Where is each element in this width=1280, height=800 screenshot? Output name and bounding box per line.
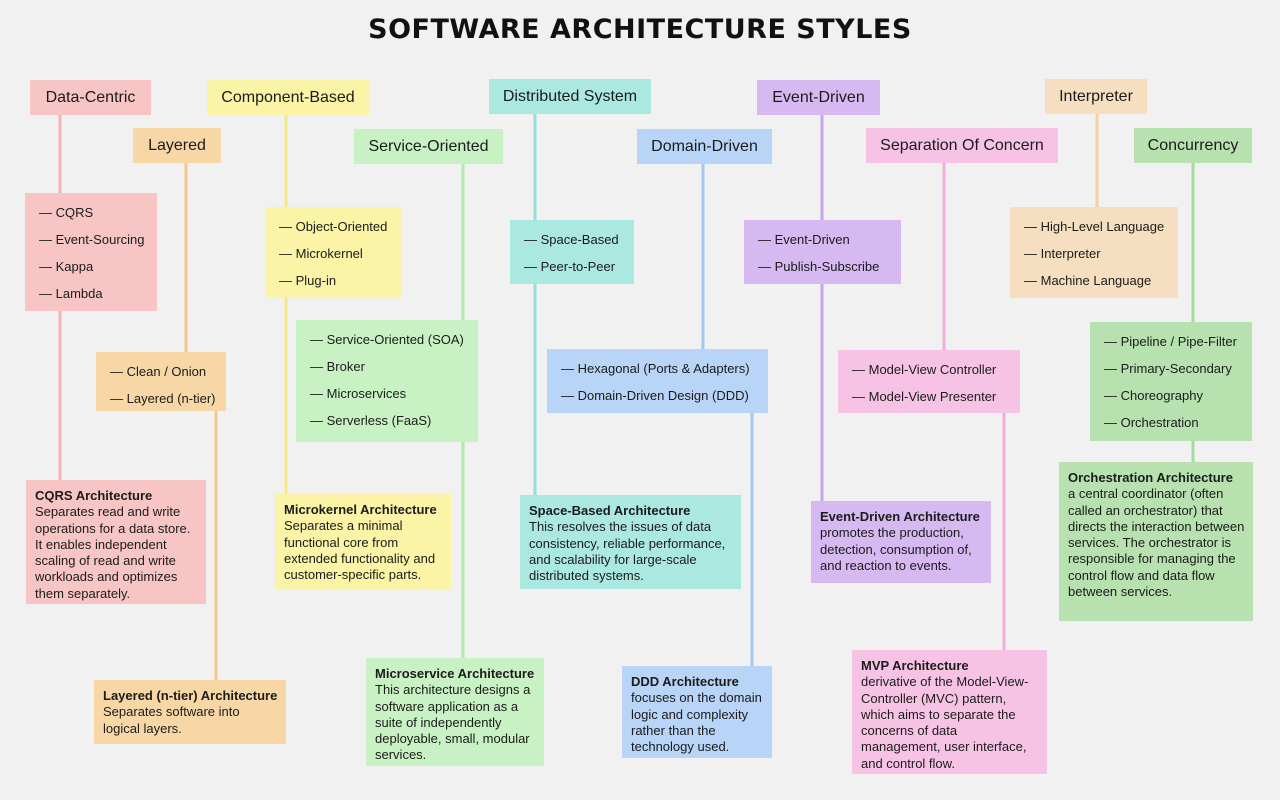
list-item: — Kappa	[39, 259, 94, 274]
category-data-centric: Data-Centric	[30, 80, 151, 115]
card-text: Separates read and write operations for …	[35, 504, 191, 601]
category-interpreter: Interpreter	[1045, 79, 1147, 114]
category-component-based: Component-Based	[207, 80, 369, 115]
card-microkernel-architecture: Microkernel Architecture Separates a min…	[275, 494, 451, 590]
category-service-oriented: Service-Oriented	[354, 129, 503, 164]
list-item: — Microkernel	[279, 246, 363, 261]
card-text: a central coordinator (often called an o…	[1068, 486, 1245, 600]
card-cqrs-architecture: CQRS Architecture Separates read and wri…	[26, 480, 206, 604]
category-distributed-system: Distributed System	[489, 79, 651, 114]
list-item: — Event-Driven	[758, 232, 850, 247]
list-item: — CQRS	[39, 205, 94, 220]
list-item: — Object-Oriented	[279, 219, 388, 234]
list-service-oriented: — Service-Oriented (SOA) — Broker — Micr…	[296, 320, 478, 442]
list-item: — Service-Oriented (SOA)	[310, 332, 464, 347]
list-item: — Broker	[310, 359, 365, 374]
list-item: — Choreography	[1104, 388, 1203, 403]
list-item: — Interpreter	[1024, 246, 1101, 261]
list-layered: — Clean / Onion — Layered (n-tier)	[96, 352, 226, 411]
card-ddd-architecture: DDD Architecture focuses on the domain l…	[622, 666, 772, 758]
list-domain-driven: — Hexagonal (Ports & Adapters) — Domain-…	[547, 349, 768, 413]
list-distributed-system: — Space-Based — Peer-to-Peer	[510, 220, 634, 284]
category-concurrency: Concurrency	[1134, 128, 1252, 163]
card-title: Microservice Architecture	[375, 666, 535, 681]
list-item: — Hexagonal (Ports & Adapters)	[561, 361, 750, 376]
list-component-based: — Object-Oriented — Microkernel — Plug-i…	[265, 207, 401, 297]
card-event-driven-architecture: Event-Driven Architecture promotes the p…	[811, 501, 991, 583]
category-domain-driven: Domain-Driven	[637, 129, 772, 164]
list-item: — Clean / Onion	[110, 364, 207, 379]
list-item: — Serverless (FaaS)	[310, 413, 432, 428]
card-text: Separates software into logical layers.	[103, 704, 240, 736]
card-text: derivative of the Model-View-Controller …	[861, 674, 1029, 771]
card-title: Microkernel Architecture	[284, 502, 437, 517]
card-text: This resolves the issues of data consist…	[529, 519, 726, 584]
card-microservice-architecture: Microservice Architecture This architect…	[366, 658, 544, 766]
card-title: Orchestration Architecture	[1068, 470, 1233, 485]
card-text: Separates a minimal functional core from…	[284, 518, 436, 583]
list-data-centric: — CQRS — Event-Sourcing — Kappa — Lambda	[25, 193, 157, 311]
category-event-driven: Event-Driven	[757, 80, 880, 115]
list-item: — Domain-Driven Design (DDD)	[561, 388, 749, 403]
card-title: DDD Architecture	[631, 674, 739, 689]
card-text: focuses on the domain logic and complexi…	[631, 690, 762, 755]
list-item: — Model-View Presenter	[852, 389, 997, 404]
card-title: Event-Driven Architecture	[820, 509, 980, 524]
list-item: — Model-View Controller	[852, 362, 997, 377]
card-title: MVP Architecture	[861, 658, 969, 673]
card-text: promotes the production, detection, cons…	[820, 525, 972, 573]
list-item: — Publish-Subscribe	[758, 259, 880, 274]
card-title: Space-Based Architecture	[529, 503, 691, 518]
page-title: SOFTWARE ARCHITECTURE STYLES	[368, 14, 912, 45]
list-item: — Lambda	[39, 286, 103, 301]
card-text: This architecture designs a software app…	[375, 682, 531, 763]
list-item: — High-Level Language	[1024, 219, 1165, 234]
list-item: — Microservices	[310, 386, 407, 401]
list-item: — Layered (n-tier)	[110, 391, 216, 406]
card-mvp-architecture: MVP Architecture derivative of the Model…	[852, 650, 1047, 774]
category-separation-of-concern: Separation Of Concern	[866, 128, 1058, 163]
list-item: — Plug-in	[279, 273, 337, 288]
list-interpreter: — High-Level Language — Interpreter — Ma…	[1010, 207, 1178, 298]
card-title: Layered (n-tier) Architecture	[103, 688, 278, 703]
card-space-based-architecture: Space-Based Architecture This resolves t…	[520, 495, 741, 589]
list-item: — Event-Sourcing	[39, 232, 145, 247]
list-item: — Pipeline / Pipe-Filter	[1104, 334, 1237, 349]
card-orchestration-architecture: Orchestration Architecture a central coo…	[1059, 462, 1253, 621]
category-layered: Layered	[133, 128, 221, 163]
list-separation-of-concern: — Model-View Controller — Model-View Pre…	[838, 350, 1020, 413]
list-item: — Space-Based	[524, 232, 619, 247]
card-title: CQRS Architecture	[35, 488, 153, 503]
list-concurrency: — Pipeline / Pipe-Filter — Primary-Secon…	[1090, 322, 1252, 441]
list-event-driven: — Event-Driven — Publish-Subscribe	[744, 220, 901, 284]
list-item: — Orchestration	[1104, 415, 1199, 430]
list-item: — Peer-to-Peer	[524, 259, 616, 274]
card-layered-architecture: Layered (n-tier) Architecture Separates …	[94, 680, 286, 744]
list-item: — Primary-Secondary	[1104, 361, 1232, 376]
list-item: — Machine Language	[1024, 273, 1152, 288]
